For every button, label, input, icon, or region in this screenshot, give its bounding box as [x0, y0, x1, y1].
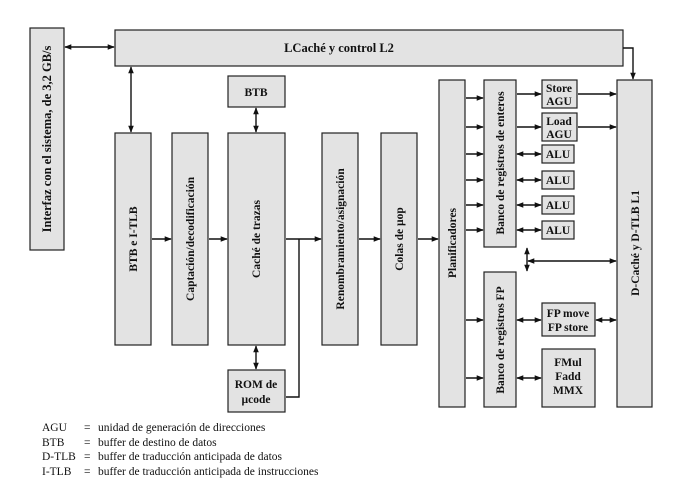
fp-move-line2: FP store [548, 322, 588, 334]
legend-eq: = [84, 451, 91, 463]
fetch-decode-block: Captación/decodificación [171, 132, 209, 346]
architecture-diagram: Interfaz con el sistema, de 3,2 GB/s LCa… [29, 27, 653, 413]
legend-row-btb: BTB = buffer de destino de datos [42, 436, 318, 451]
alu-label-4: ALU [546, 225, 571, 237]
l2-cache-block: LCaché y control L2 [114, 29, 624, 67]
legend-abbr: D-TLB [42, 451, 76, 463]
legend-desc: unidad de generación de direcciones [98, 422, 266, 434]
rename-block: Renombramiento/asignación [321, 132, 359, 346]
legend-eq: = [84, 422, 91, 434]
fp-move-line1: FP move [547, 308, 589, 320]
schedulers-label: Planificadores [447, 207, 459, 278]
system-interface-label: Interfaz con el sistema, de 3,2 GB/s [40, 45, 54, 232]
legend-abbr: AGU [42, 422, 67, 434]
fmul-line1: FMul [554, 357, 581, 369]
legend-desc: buffer de destino de datos [98, 436, 217, 449]
int-register-file-block: Banco de registros de enteros [483, 79, 517, 248]
load-agu-line1: Load [546, 116, 572, 128]
btb-itlb-label: BTB e I-TLB [128, 206, 140, 272]
legend-row-dtlb: D-TLB = buffer de traducción anticipada … [42, 450, 318, 465]
fp-register-file-block: Banco de registros FP [483, 271, 517, 408]
store-agu-line2: AGU [546, 96, 572, 108]
dcache-dtlb-label: D-Caché y D-TLB L1 [630, 190, 642, 296]
fmul-line3: MMX [553, 385, 584, 397]
fp-register-file-label: Banco de registros FP [495, 286, 507, 393]
alu-block-3: ALU [541, 195, 575, 215]
system-interface-block: Interfaz con el sistema, de 3,2 GB/s [29, 27, 65, 251]
uop-queues-block: Colas de µop [380, 132, 418, 346]
load-agu-block: Load AGU [541, 112, 578, 142]
rename-label: Renombramiento/asignación [335, 168, 347, 310]
fmul-fadd-mmx-block: FMul Fadd MMX [541, 348, 596, 408]
alu-label-1: ALU [546, 149, 571, 161]
l2-cache-label: LCaché y control L2 [284, 41, 394, 55]
dcache-dtlb-block: D-Caché y D-TLB L1 [616, 79, 653, 408]
connections [64, 44, 636, 398]
alu-block-4: ALU [541, 220, 575, 240]
alu-label-2: ALU [546, 175, 571, 187]
legend-desc: buffer de traducción anticipada de datos [98, 451, 283, 463]
store-agu-block: Store AGU [541, 79, 578, 109]
fmul-line2: Fadd [555, 371, 581, 383]
alu-label-3: ALU [546, 200, 571, 212]
legend-abbr: I-TLB [42, 465, 72, 478]
schedulers-block: Planificadores [438, 79, 466, 408]
legend-row-itlb: I-TLB = buffer de traducción anticipada … [42, 465, 318, 480]
legend-abbr: BTB [42, 436, 65, 449]
legend-row-agu: AGU = unidad de generación de direccione… [42, 421, 318, 436]
alu-block-2: ALU [541, 170, 575, 190]
rom-ucode-block: ROM de µcode [227, 369, 286, 413]
alu-block-1: ALU [541, 144, 575, 164]
trace-cache-label: Caché de trazas [251, 200, 263, 278]
trace-cache-block: Caché de trazas [227, 132, 286, 346]
rom-label-line2: µcode [242, 394, 271, 406]
abbreviation-legend: AGU = unidad de generación de direccione… [42, 421, 318, 479]
store-agu-line1: Store [546, 83, 572, 95]
btb-block: BTB [227, 75, 286, 108]
int-register-file-label: Banco de registros de enteros [495, 91, 507, 235]
load-agu-line2: AGU [546, 129, 572, 141]
fetch-decode-label: Captación/decodificación [185, 176, 197, 301]
btb-itlb-block: BTB e I-TLB [114, 132, 152, 346]
btb-label: BTB [244, 87, 267, 99]
uop-queues-label: Colas de µop [394, 207, 406, 271]
legend-eq: = [84, 436, 91, 449]
arrow-l2-dcache [623, 47, 636, 80]
fp-move-store-block: FP move FP store [541, 302, 596, 337]
arrow-rom-rename [286, 239, 300, 398]
legend-desc: buffer de traducción anticipada de instr… [98, 465, 319, 478]
legend-eq: = [84, 465, 91, 478]
rom-label-line1: ROM de [235, 379, 277, 391]
